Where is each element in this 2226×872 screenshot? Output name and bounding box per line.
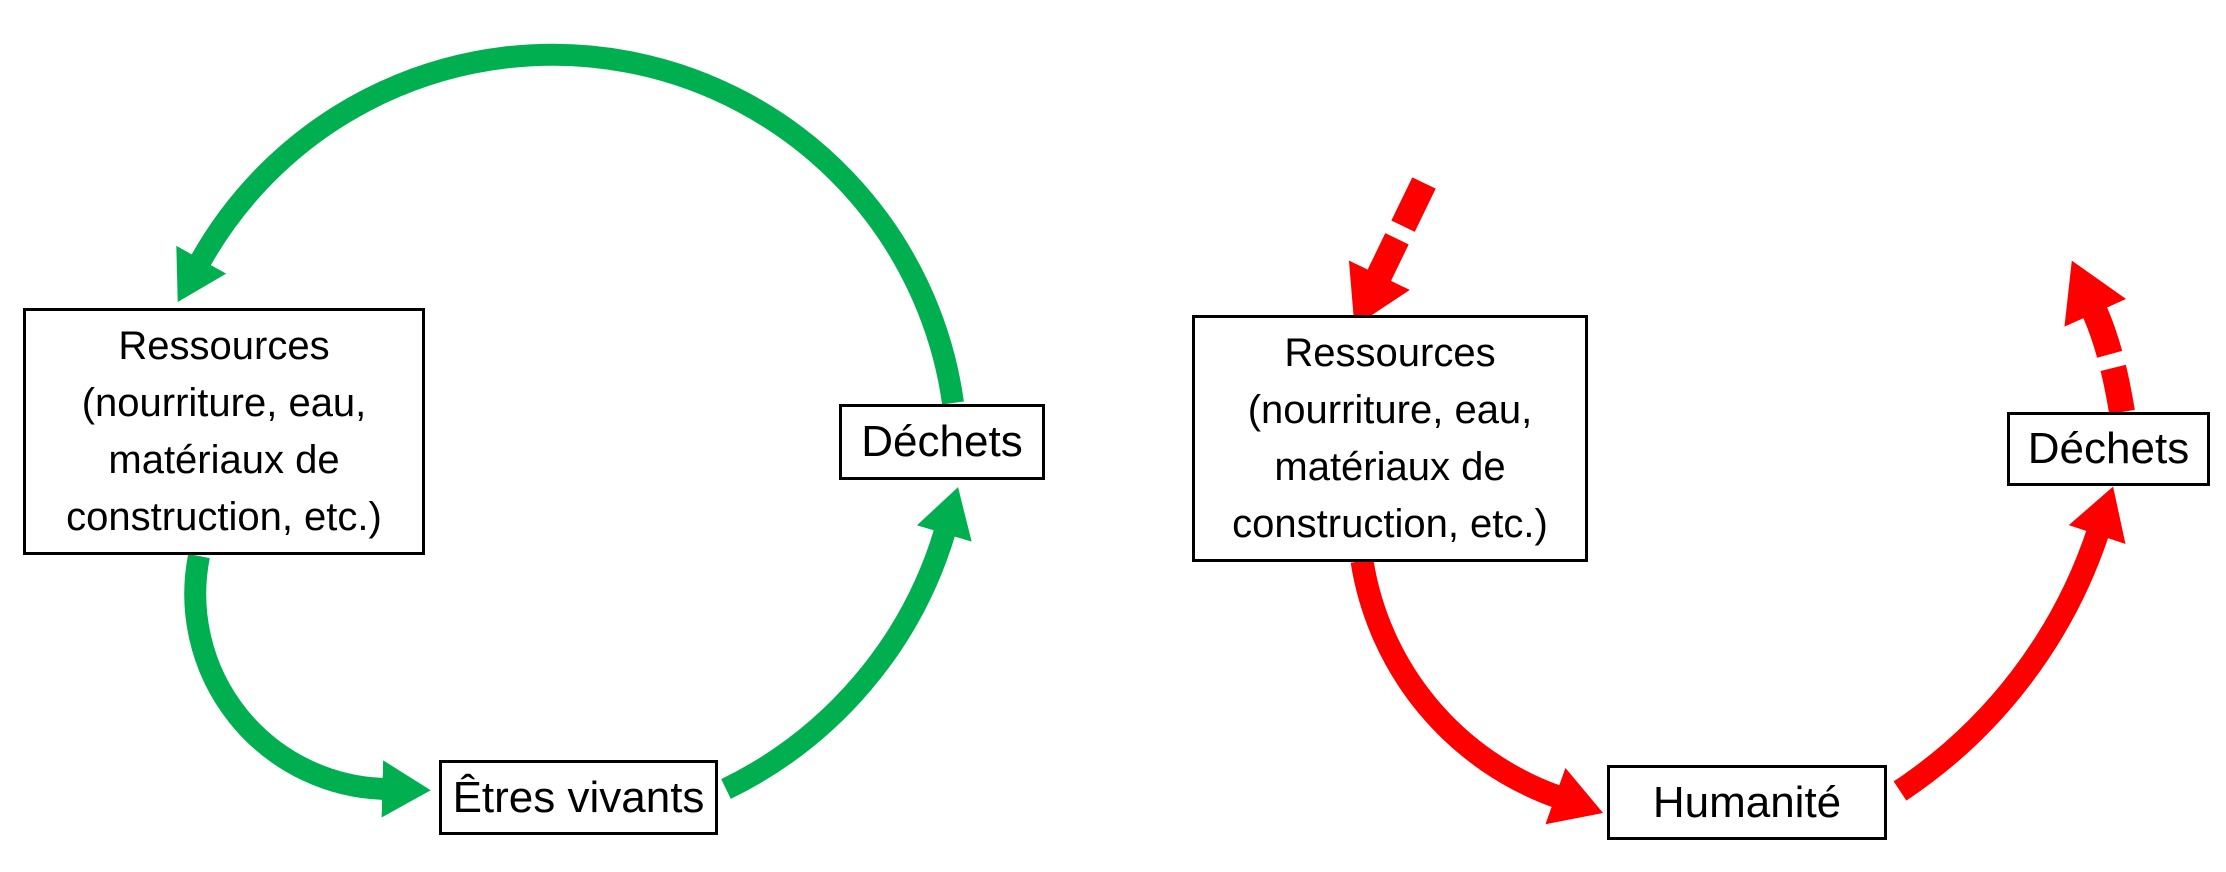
- red-dashed-arrow-inflow-to-ressources: [1348, 177, 1436, 327]
- right-ressources-box: Ressources (nourriture, eau, matériaux d…: [1192, 315, 1588, 562]
- left-dechets-box: Déchets: [839, 404, 1045, 480]
- green-arrow-ressources-to-etres-vivants: [184, 553, 431, 818]
- right-humanite-box: Humanité: [1607, 765, 1887, 840]
- left-dechets-label: Déchets: [861, 417, 1023, 466]
- right-dechets-label: Déchets: [2027, 424, 2190, 473]
- right-ressources-label: Ressources (nourriture, eau, matériaux d…: [1232, 330, 1548, 546]
- red-arrow-humanite-to-dechets: [1893, 486, 2126, 801]
- left-ressources-box: Ressources (nourriture, eau, matériaux d…: [23, 308, 425, 555]
- red-dashed-arrow-outflow-from-dechets: [2064, 260, 2135, 415]
- left-etres-vivants-label: Êtres vivants: [452, 772, 705, 822]
- right-humanite-label: Humanité: [1652, 777, 1842, 827]
- left-ressources-label: Ressources (nourriture, eau, matériaux d…: [66, 323, 382, 539]
- green-arrow-etres-vivants-to-dechets: [721, 487, 972, 799]
- left-etres-vivants-box: Êtres vivants: [439, 760, 718, 835]
- right-dechets-box: Déchets: [2007, 412, 2210, 486]
- green-arrow-dechets-to-ressources: [176, 43, 964, 405]
- red-arrow-ressources-to-humanite: [1350, 559, 1604, 825]
